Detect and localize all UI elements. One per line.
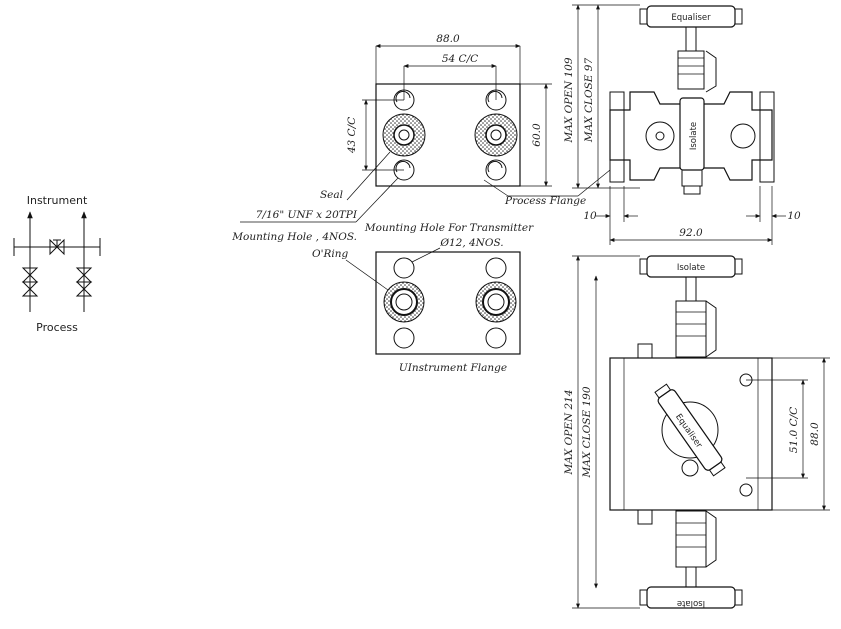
front-width-dim: 92.0	[679, 227, 703, 239]
mounting-holes	[393, 89, 507, 181]
flange-height-dim: 60.0	[531, 123, 543, 147]
front-side-right: 10	[787, 210, 801, 222]
process-flange-view: 88.0 54 C/C 60.0 43 C/C	[231, 33, 586, 243]
front-max-open: MAX OPEN 109	[563, 57, 575, 143]
schematic-bottom-label: Process	[36, 321, 78, 334]
flange-cc-dim: 54 C/C	[442, 53, 478, 65]
transmitter-hole-label: Mounting Hole For Transmitter	[364, 222, 534, 234]
front-max-close: MAX CLOSE 97	[583, 58, 595, 144]
transmitter-hole-dim: Ø12, 4NOS.	[439, 237, 503, 249]
seal-label: Seal	[320, 189, 343, 201]
top-view: Isolate Equaliser Isolat	[563, 255, 830, 609]
top-max-close: MAX CLOSE 190	[581, 386, 593, 478]
top-handle-label: Isolate	[677, 263, 705, 273]
front-side-left: 10	[583, 210, 597, 222]
oring-label: O'Ring	[312, 248, 349, 260]
bottom-handle-label: Isolate	[677, 598, 705, 608]
front-view: Equaliser Isolate MAX OPEN 109 MAX CLOSE…	[563, 4, 801, 245]
flange-width-dim: 88.0	[436, 33, 460, 45]
top-height-dim: 88.0	[809, 422, 821, 446]
top-max-open: MAX OPEN 214	[563, 389, 575, 475]
front-isolate-label: Isolate	[689, 122, 699, 150]
schematic-top-label: Instrument	[27, 194, 88, 207]
top-cc-dim: 51.0 C/C	[788, 407, 800, 453]
flange-vert-cc-dim: 43 C/C	[346, 117, 358, 154]
thread-label: 7/16" UNF x 20TPI	[256, 209, 358, 221]
valve-schematic: Instrument Process	[13, 194, 101, 334]
mounting-hole-label: Mounting Hole , 4NOS.	[231, 231, 357, 243]
instrument-flange-view: Mounting Hole For Transmitter Ø12, 4NOS.…	[312, 222, 534, 374]
process-flange-title: Process Flange	[504, 195, 586, 207]
front-handle-label: Equaliser	[671, 13, 711, 23]
equaliser-valve-symbol-icon	[49, 238, 65, 256]
instrument-flange-title: UInstrument Flange	[399, 362, 507, 374]
